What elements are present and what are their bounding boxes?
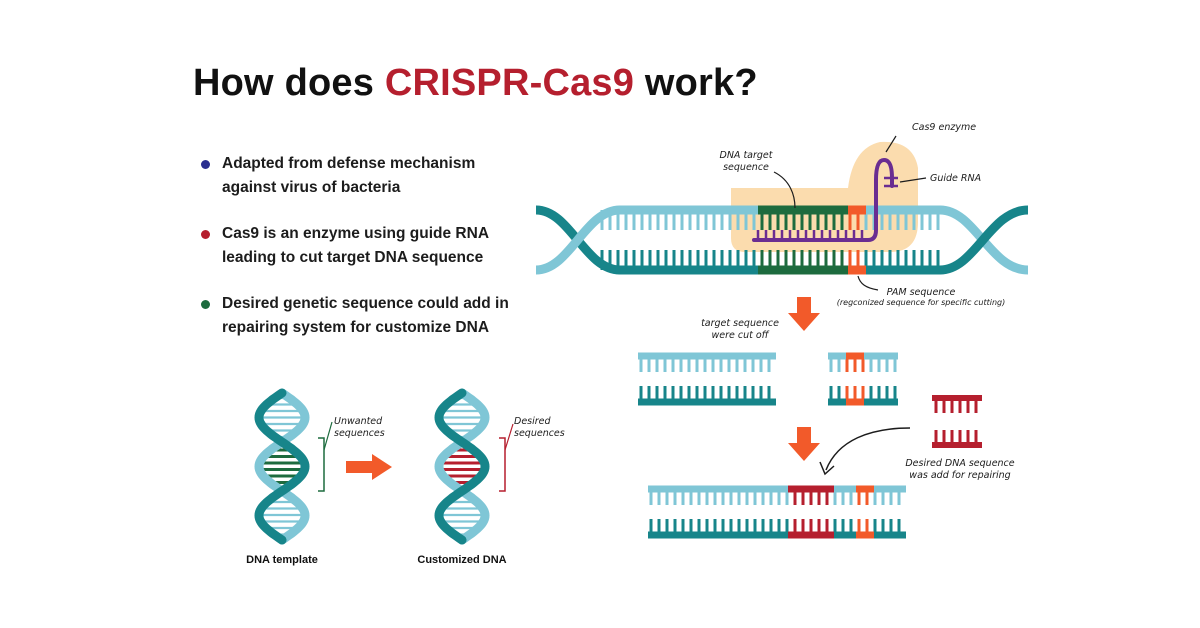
pam-label: PAM sequence: [887, 287, 956, 298]
template-caption: DNA template: [246, 554, 318, 566]
dna-target-pointer: [773, 171, 796, 209]
page-title: How does CRISPR-Cas9 work?: [193, 62, 758, 105]
pam-sub-label: (regconized sequence for specific cuttin…: [837, 298, 1006, 307]
bullet-list: Adapted from defense mechanism against v…: [198, 152, 538, 340]
bullet-dot-navy: [201, 160, 210, 169]
guide-rna-pointer: [899, 177, 927, 183]
customized-caption: Customized DNA: [417, 554, 506, 566]
bullet-dot-green: [201, 300, 210, 309]
step-arrow-down-icon: [788, 297, 820, 331]
template-helix: [254, 388, 310, 545]
repair-arrow-head-icon: [819, 461, 835, 476]
bullet-line: Desired genetic sequence could add in: [222, 295, 509, 312]
bullet-item-defense: Adapted from defense mechanism against v…: [198, 152, 538, 200]
step-arrow-down-icon: [788, 427, 820, 461]
pam-pointer: [857, 275, 879, 291]
main-dna: [535, 205, 1029, 275]
bullet-line: leading to cut target DNA sequence: [222, 249, 484, 266]
desired-label: sequences: [514, 428, 565, 439]
cut-label: were cut off: [711, 330, 769, 341]
guide-rna-label: Guide RNA: [930, 173, 981, 184]
bullet-item-repair: Desired genetic sequence could add in re…: [198, 292, 538, 340]
repaired-dna: [648, 485, 906, 539]
unwanted-bracket: [318, 437, 325, 492]
desired-bracket: [499, 437, 506, 492]
cut-dna-left: [638, 352, 776, 406]
bullet-line: repairing system for customize DNA: [222, 319, 490, 336]
unwanted-label: Unwanted: [334, 416, 383, 427]
unwanted-pointer: [323, 421, 333, 451]
transform-arrow-icon: [346, 454, 392, 480]
cas9-pointer: [885, 135, 897, 153]
cut-dna-right: [828, 352, 898, 406]
bullet-item-cas9: Cas9 is an enzyme using guide RNA leadin…: [198, 222, 538, 270]
bullet-line: against virus of bacteria: [222, 179, 401, 196]
dna-target-label: DNA target: [720, 150, 774, 161]
bullet-line: Adapted from defense mechanism: [222, 155, 476, 172]
desired-label: Desired: [514, 416, 551, 427]
cas9-label: Cas9 enzyme: [912, 122, 976, 133]
title-prefix: How does: [193, 62, 385, 104]
desired-pointer: [504, 423, 514, 451]
bullet-dot-red: [201, 230, 210, 239]
title-highlight: CRISPR-Cas9: [384, 62, 635, 104]
repair-label: Desired DNA sequence: [905, 458, 1014, 469]
repair-curve-arrow: [825, 427, 911, 471]
customized-helix: [434, 388, 490, 545]
unwanted-label: sequences: [334, 428, 385, 439]
repair-label: was add for repairing: [909, 470, 1010, 481]
cut-label: target sequence: [701, 318, 779, 329]
dna-target-label: sequence: [723, 162, 769, 173]
bullet-line: Cas9 is an enzyme using guide RNA: [222, 225, 490, 242]
repair-fragment: [932, 395, 982, 448]
guide-rna: [752, 157, 898, 242]
title-suffix: work?: [634, 62, 758, 104]
